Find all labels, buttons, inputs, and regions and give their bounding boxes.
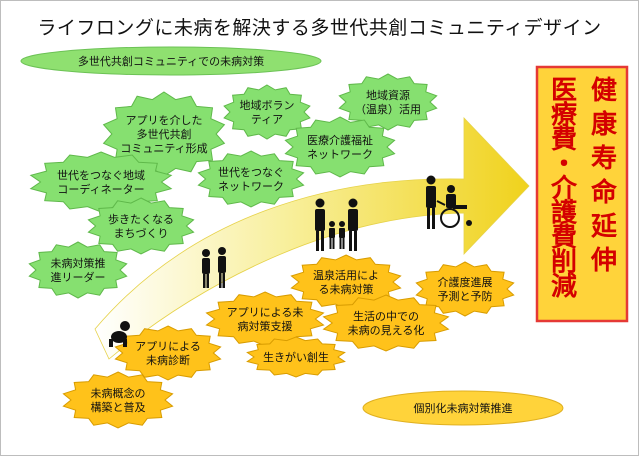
burst-label: コミュニティ形成 [120,142,207,155]
burst-shape [223,84,311,140]
outcome-char: 医 [551,76,577,106]
burst-label: 進リーダー [51,270,106,284]
burst-label: 構築と普及 [91,400,146,414]
burst-label: 未病対策推 [51,256,106,270]
burst-label: 多世代共創 [137,127,192,141]
burst-label: コーディネーター [57,182,144,196]
outcome-box [535,65,629,323]
yellow-footer-pill [362,390,564,426]
burst-shape [246,336,346,378]
burst-label: る未病対策 [319,282,374,296]
outcome-char: 延 [590,212,618,242]
burst-label: 予測と予防 [438,289,493,303]
growth-arrow [94,117,530,360]
diagram-title: ライフロングに未病を解決する多世代共創コミュニティデザイン [37,17,602,39]
burst-label: 地域資源 [366,88,410,102]
burst-label: 介護度進展 [438,275,493,289]
outcome-char: 費 [551,223,577,253]
outcome-char: 介 [550,174,578,204]
yellow-footer-label: 個別化未病対策推進 [414,401,513,415]
outcome-char: 寿 [591,144,617,174]
outcome-char: 削 [551,248,577,278]
outcome-char: 費 [551,125,577,155]
family-silhouette [315,198,358,251]
green-header-pill [20,46,322,76]
burst-shape [322,294,450,352]
burst-label: 世代をつなぐ [218,166,284,179]
burst-shape [197,150,305,208]
outcome-char: ・ [551,150,577,180]
burst-label: 生活の中での [353,309,419,323]
burst-label: まちづくり [114,227,169,240]
outcome-char: 康 [591,109,618,140]
burst-shape [28,241,128,299]
burst-shape [284,116,396,178]
burst-label: ネットワーク [307,148,373,161]
burst-label: 病対策支援 [238,319,293,333]
burst-label: 地域ボラン [240,99,295,112]
burst-label: （温泉）活用 [355,102,421,116]
burst-shape [338,73,438,131]
elderly-wheelchair-silhouette [426,175,472,229]
outcome-char: 護 [551,198,578,229]
outcome-char: 健 [591,76,617,106]
burst-label: アプリによる [135,340,201,353]
burst-shape [62,371,174,429]
burst-shape [415,261,515,317]
burst-label: ネットワーク [218,180,284,193]
burst-label: 医療介護福祉 [307,133,373,147]
burst-label: アプリを介した [126,114,203,127]
burst-label: ティア [251,113,283,126]
burst-label: 未病の見える化 [348,323,425,337]
burst-label: アプリによる未 [227,306,304,319]
outcome-char: 命 [591,177,618,208]
green-header-label: 多世代共創コミュニティでの未病対策 [78,54,264,68]
burst-resource: 地域資源（温泉）活用 [338,73,438,131]
burst-label: 世代をつなぐ地域 [57,169,145,182]
baby-silhouette [109,321,130,347]
outcome-char: 伸 [590,246,617,276]
adults-silhouette [202,247,226,288]
outcome-char: 療 [551,101,578,131]
burst-shape [205,291,325,347]
burst-ikigai: 生きがい創生 [246,336,346,378]
burst-label: 温泉活用によ [313,268,379,282]
burst-label: 未病概念の [91,386,146,400]
burst-label: 未病診断 [146,353,190,367]
burst-shape [87,197,195,255]
burst-label: 歩きたくなる [108,212,174,226]
outcome-char: 減 [551,272,577,302]
burst-label: 生きがい創生 [263,350,329,364]
